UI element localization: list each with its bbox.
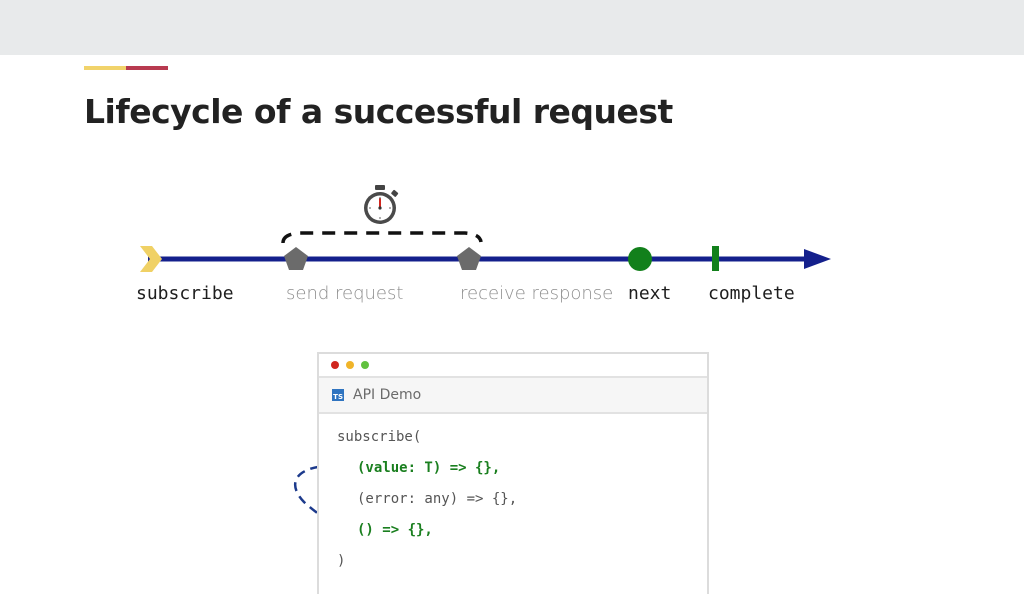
tab-title: API Demo bbox=[353, 387, 422, 403]
code-line-2: (value: T) => {}, bbox=[357, 460, 501, 476]
accent-bar-red bbox=[126, 66, 168, 70]
window-titlebar bbox=[319, 354, 707, 378]
receive-response-label: receive response bbox=[460, 283, 614, 304]
next-label: next bbox=[628, 283, 672, 304]
typescript-icon: TS bbox=[332, 389, 344, 401]
slide-title: Lifecycle of a successful request bbox=[84, 92, 673, 131]
accent-bar-yellow bbox=[84, 66, 126, 70]
code-line-1: subscribe( bbox=[337, 429, 422, 445]
next-marker bbox=[628, 247, 652, 271]
send-request-marker bbox=[284, 247, 308, 270]
code-line-3: (error: any) => {}, bbox=[357, 491, 518, 507]
maximize-dot[interactable] bbox=[361, 361, 369, 369]
timeline-arrowhead bbox=[804, 249, 831, 269]
close-dot[interactable] bbox=[331, 361, 339, 369]
receive-response-marker bbox=[457, 247, 481, 270]
lifecycle-diagram bbox=[140, 185, 831, 529]
complete-label: complete bbox=[708, 283, 795, 304]
minimize-dot[interactable] bbox=[346, 361, 354, 369]
code-editor-window: TS API Demo subscribe( (value: T) => {},… bbox=[317, 352, 709, 594]
send-request-label: send request bbox=[286, 283, 404, 304]
stopwatch-icon bbox=[364, 185, 399, 224]
code-line-4: () => {}, bbox=[357, 522, 433, 538]
top-bar bbox=[0, 0, 1024, 55]
complete-marker bbox=[712, 246, 719, 271]
latency-bracket bbox=[281, 231, 483, 244]
subscribe-marker bbox=[140, 246, 162, 272]
editor-tab[interactable]: TS API Demo bbox=[319, 378, 707, 414]
code-line-5: ) bbox=[337, 553, 346, 569]
subscribe-label: subscribe bbox=[136, 283, 234, 304]
